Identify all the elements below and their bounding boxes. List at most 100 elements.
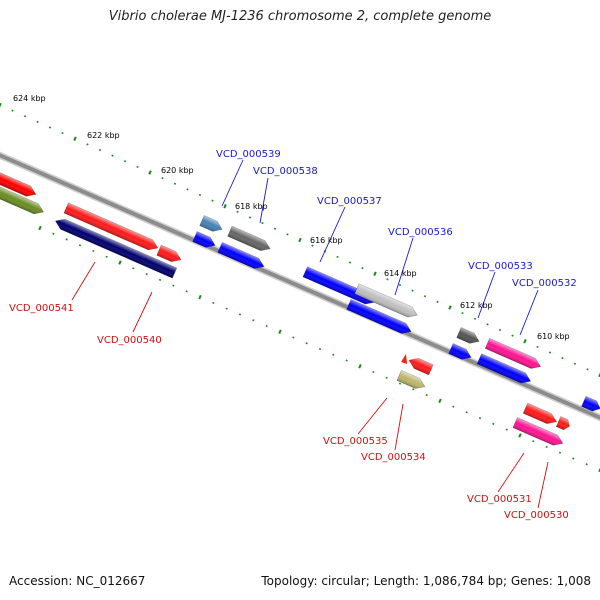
outer-major-tick (148, 170, 152, 175)
label-vcd-000536: VCD_000536 (388, 227, 453, 238)
topology-text: Topology: circular; Length: 1,086,784 bp… (261, 574, 591, 588)
backbone-line (0, 151, 600, 422)
callout-vcd-000533 (477, 271, 496, 319)
outer-minor-tick (211, 199, 214, 202)
inner-minor-tick (145, 273, 148, 276)
gene-blue-e (476, 353, 532, 384)
outer-minor-tick (123, 160, 127, 163)
outer-minor-tick (461, 312, 464, 315)
callout-vcd-000531 (497, 452, 525, 493)
outer-minor-tick (11, 109, 14, 112)
gene-blue-d (448, 343, 472, 360)
gene-marker-triangle (401, 354, 407, 364)
outer-minor-tick (398, 283, 402, 287)
tick-label-612: 612 kbp (460, 301, 493, 310)
inner-minor-tick (372, 370, 375, 374)
inner-minor-tick (332, 353, 335, 356)
outer-minor-tick (48, 126, 52, 129)
outer-minor-tick (23, 115, 27, 118)
outer-minor-tick (423, 295, 427, 298)
label-vcd-000539: VCD_000539 (216, 149, 281, 160)
accession-text: Accession: NC_012667 (9, 574, 146, 588)
gene-vcd-000534 (396, 369, 426, 389)
callout-vcd-000537 (319, 206, 346, 263)
inner-major-tick (278, 329, 282, 334)
inner-major-tick (438, 398, 442, 404)
tick-label-622: 622 kbp (87, 131, 120, 140)
outer-minor-tick (111, 154, 114, 157)
inner-major-tick (198, 294, 202, 300)
outer-major-tick (0, 102, 2, 108)
outer-major-tick (298, 237, 302, 243)
inner-major-tick (38, 225, 42, 231)
outer-minor-tick (361, 267, 364, 270)
callout-vcd-000541 (71, 261, 96, 301)
outer-minor-tick (273, 227, 277, 230)
gene-callouts (71, 159, 549, 509)
gene-blue-c (346, 298, 412, 334)
outer-minor-tick (161, 177, 164, 180)
outer-minor-tick (473, 317, 477, 320)
outer-minor-tick (236, 210, 239, 213)
outer-minor-tick (386, 278, 389, 281)
outer-minor-tick (186, 188, 189, 191)
inner-minor-tick (225, 307, 228, 310)
outer-minor-tick (436, 300, 439, 303)
inner-minor-tick (212, 301, 215, 304)
label-vcd-000535: VCD_000535 (323, 436, 388, 447)
gene-blue-edge (581, 395, 600, 412)
inner-minor-tick (158, 278, 162, 281)
tick-labels: 624 kbp 622 kbp 620 kbp 618 kbp 616 kbp … (13, 94, 570, 341)
inner-minor-tick (65, 238, 68, 241)
inner-minor-tick (52, 232, 55, 235)
callout-vcd-000539 (221, 159, 244, 207)
callout-vcd-000538 (259, 177, 269, 224)
label-vcd-000540: VCD_000540 (97, 335, 162, 346)
outer-minor-tick (248, 216, 252, 219)
inner-minor-tick (345, 359, 348, 362)
inner-minor-tick (132, 267, 135, 270)
inner-minor-tick (265, 324, 268, 328)
inner-minor-tick (558, 451, 562, 454)
label-vcd-000533: VCD_000533 (468, 261, 533, 272)
callout-vcd-000530 (537, 461, 549, 509)
label-vcd-000530: VCD_000530 (504, 510, 569, 521)
inner-minor-tick (478, 417, 482, 420)
outer-minor-tick (173, 182, 177, 185)
gene-vcd-000539 (199, 215, 223, 232)
outer-minor-tick (311, 244, 314, 247)
inner-minor-tick (185, 290, 188, 293)
gene-olive (0, 182, 44, 215)
outer-minor-tick (286, 233, 289, 236)
gene-vcd-000535 (408, 358, 434, 376)
outer-minor-tick (586, 368, 589, 371)
inner-minor-tick (252, 319, 255, 322)
inner-major-tick (358, 364, 362, 369)
tick-label-616: 616 kbp (310, 236, 343, 245)
gene-vcd-000541 (63, 202, 159, 251)
outer-minor-tick (61, 132, 64, 135)
gene-vcd-000533 (456, 327, 480, 344)
gene-vcd-000530 (512, 417, 564, 446)
inner-minor-tick (318, 347, 322, 351)
gene-features (0, 168, 600, 446)
map-title: Vibrio cholerae MJ-1236 chromosome 2, co… (108, 9, 492, 24)
outer-major-tick (73, 136, 77, 141)
inner-minor-tick (452, 405, 455, 408)
gene-red-tiny (555, 416, 570, 431)
gene-blue-small (192, 231, 216, 248)
inner-minor-tick (585, 463, 588, 466)
outer-major-tick (373, 271, 377, 276)
outer-minor-tick (498, 328, 502, 332)
inner-minor-tick (532, 440, 535, 443)
inner-minor-tick (505, 428, 508, 431)
outer-minor-tick (261, 222, 264, 225)
label-vcd-000534: VCD_000534 (361, 452, 426, 463)
gene-blue-b (217, 241, 265, 269)
callout-vcd-000536 (394, 237, 414, 296)
tick-label-624: 624 kbp (13, 94, 46, 103)
label-vcd-000537: VCD_000537 (317, 196, 382, 207)
outer-major-tick (448, 305, 452, 310)
outer-minor-tick (36, 120, 39, 123)
inner-major-tick (518, 433, 522, 438)
